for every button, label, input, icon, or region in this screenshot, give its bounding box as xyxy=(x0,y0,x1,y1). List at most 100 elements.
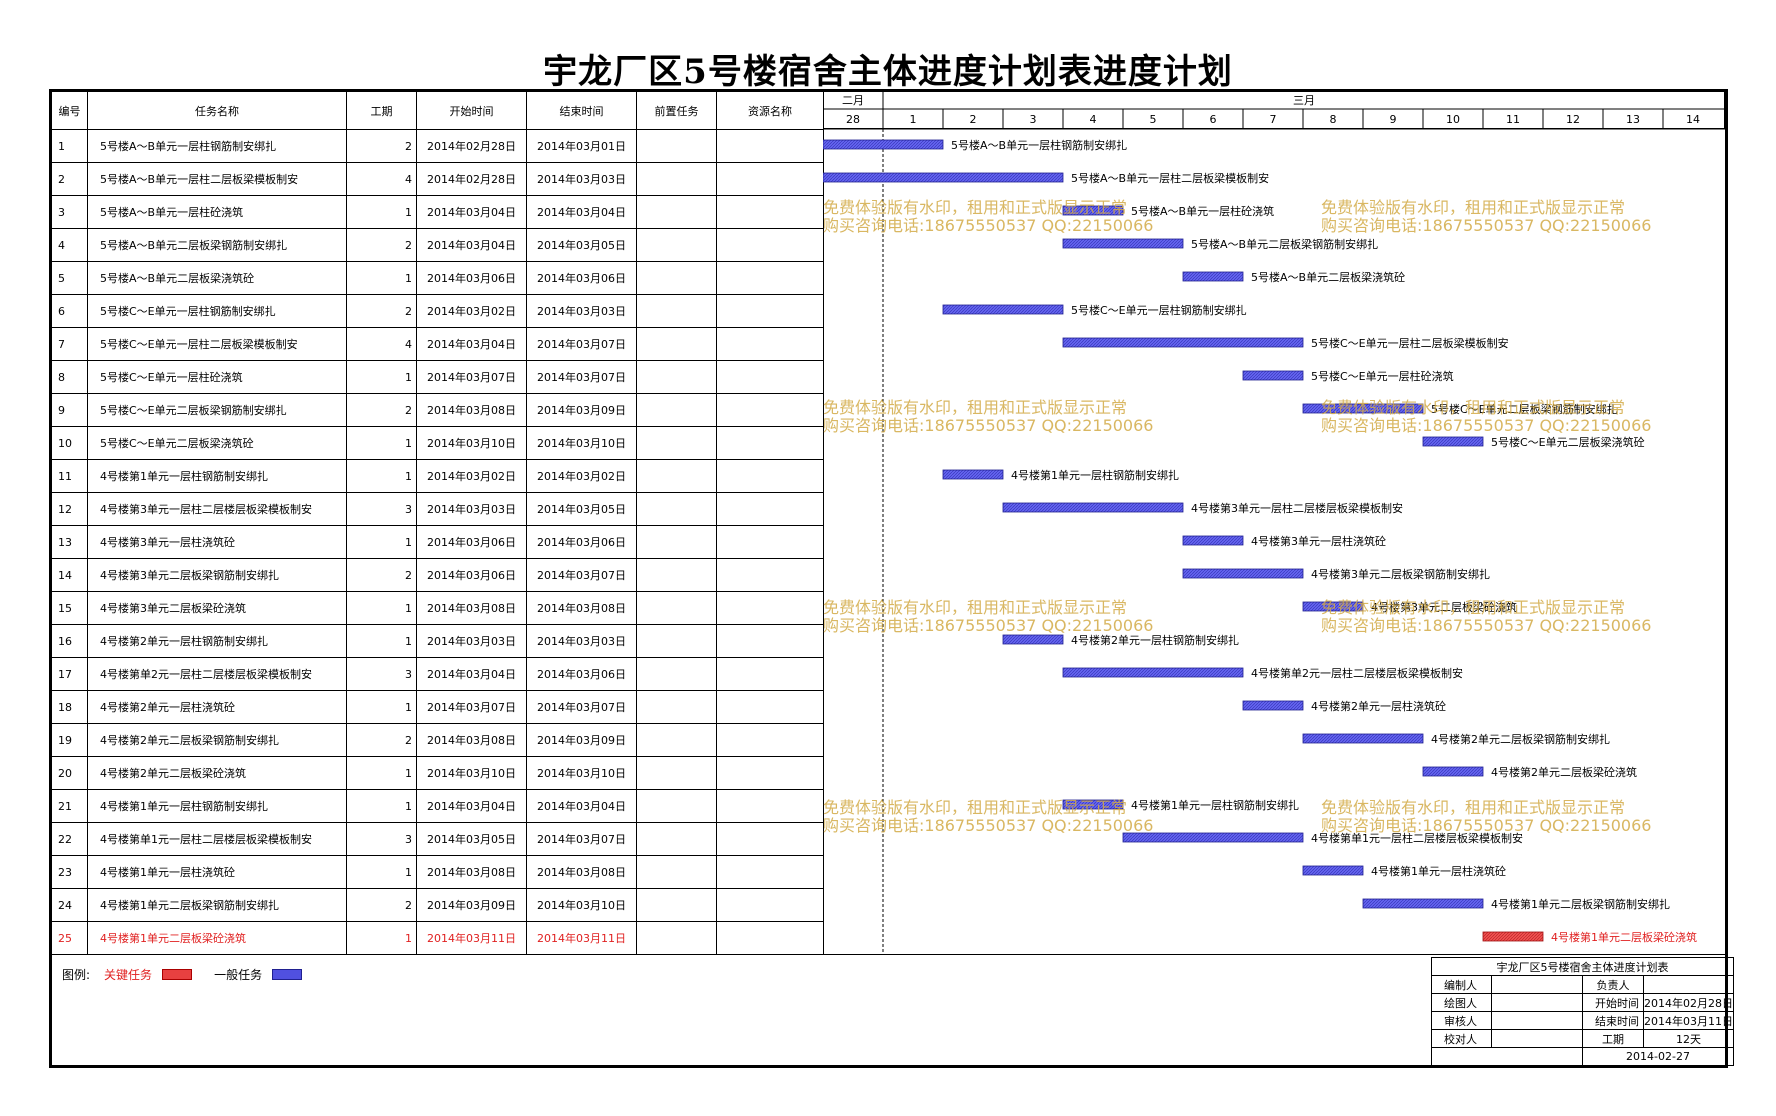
task-resource xyxy=(716,426,824,460)
task-end: 2014年03月04日 xyxy=(526,789,637,823)
task-predecessor xyxy=(636,162,717,196)
task-predecessor xyxy=(636,921,717,955)
day-label: 9 xyxy=(1390,113,1397,126)
task-start: 2014年03月04日 xyxy=(416,327,527,361)
task-duration: 2 xyxy=(346,228,417,262)
task-no: 8 xyxy=(51,360,88,394)
task-no: 13 xyxy=(51,525,88,559)
day-label: 12 xyxy=(1566,113,1580,126)
task-no: 6 xyxy=(51,294,88,328)
legend: 图例: 关键任务 一般任务 xyxy=(62,966,324,983)
task-resource xyxy=(716,393,824,427)
day-label: 13 xyxy=(1626,113,1640,126)
task-duration: 1 xyxy=(346,195,417,229)
compiler-value xyxy=(1491,975,1583,994)
task-duration: 2 xyxy=(346,294,417,328)
gantt-bar-label: 4号楼第1单元一层柱钢筋制安绑扎 xyxy=(1011,468,1179,482)
gantt-bar xyxy=(1302,601,1364,612)
task-no: 18 xyxy=(51,690,88,724)
task-name: 4号楼第3单元一层柱浇筑砼 xyxy=(87,525,347,559)
gantt-bar xyxy=(942,469,1004,480)
task-duration: 1 xyxy=(346,591,417,625)
task-duration: 3 xyxy=(346,822,417,856)
gantt-bar xyxy=(1242,700,1304,711)
col-header-predecessor: 前置任务 xyxy=(636,91,717,130)
gantt-bar-label: 4号楼第3单元二层板梁钢筋制安绑扎 xyxy=(1311,567,1490,581)
task-resource xyxy=(716,822,824,856)
task-resource xyxy=(716,525,824,559)
task-predecessor xyxy=(636,261,717,295)
duration-label: 工期 xyxy=(1582,1029,1644,1048)
reviewer-label: 审核人 xyxy=(1431,1011,1492,1030)
task-duration: 2 xyxy=(346,888,417,922)
gantt-bar xyxy=(942,304,1064,315)
legend-critical-swatch xyxy=(162,969,193,980)
gantt-bar xyxy=(1062,667,1244,678)
task-duration: 4 xyxy=(346,327,417,361)
task-no: 4 xyxy=(51,228,88,262)
task-end: 2014年03月01日 xyxy=(526,129,637,163)
task-duration: 2 xyxy=(346,129,417,163)
task-end: 2014年03月02日 xyxy=(526,459,637,493)
gantt-bar xyxy=(1062,799,1124,810)
task-predecessor xyxy=(636,195,717,229)
task-predecessor xyxy=(636,459,717,493)
task-end: 2014年03月07日 xyxy=(526,327,637,361)
task-resource xyxy=(716,459,824,493)
gantt-bar-label: 5号楼C～E单元一层柱二层板梁模板制安 xyxy=(1311,336,1509,350)
task-predecessor xyxy=(636,723,717,757)
gantt-bar-label: 5号楼C～E单元一层柱钢筋制安绑扎 xyxy=(1071,303,1247,317)
gantt-bar xyxy=(1062,238,1184,249)
task-predecessor xyxy=(636,690,717,724)
gantt-bar xyxy=(1182,535,1244,546)
task-end: 2014年03月03日 xyxy=(526,294,637,328)
gantt-bar-label: 4号楼第1单元二层板梁砼浇筑 xyxy=(1551,930,1697,944)
task-name: 4号楼第2单元二层板梁钢筋制安绑扎 xyxy=(87,723,347,757)
task-predecessor xyxy=(636,327,717,361)
gantt-bar xyxy=(1002,634,1064,645)
task-resource xyxy=(716,129,824,163)
task-resource xyxy=(716,690,824,724)
owner-value xyxy=(1643,975,1734,994)
task-no: 5 xyxy=(51,261,88,295)
task-end: 2014年03月06日 xyxy=(526,525,637,559)
task-predecessor xyxy=(636,294,717,328)
task-predecessor xyxy=(636,360,717,394)
task-name: 4号楼第1单元二层板梁钢筋制安绑扎 xyxy=(87,888,347,922)
task-end: 2014年03月05日 xyxy=(526,228,637,262)
task-start: 2014年03月04日 xyxy=(416,789,527,823)
task-resource xyxy=(716,360,824,394)
task-predecessor xyxy=(636,789,717,823)
gantt-bar-label: 5号楼A～B单元一层柱砼浇筑 xyxy=(1131,204,1274,218)
proof-label: 校对人 xyxy=(1431,1029,1492,1048)
task-predecessor xyxy=(636,558,717,592)
task-start: 2014年03月03日 xyxy=(416,492,527,526)
task-end: 2014年03月08日 xyxy=(526,591,637,625)
task-name: 5号楼C～E单元一层柱钢筋制安绑扎 xyxy=(87,294,347,328)
task-name: 4号楼第3单元一层柱二层楼层板梁模板制安 xyxy=(87,492,347,526)
task-duration: 1 xyxy=(346,426,417,460)
month-label: 二月 xyxy=(842,94,864,107)
gantt-bar xyxy=(1062,337,1304,348)
drafter-value xyxy=(1491,993,1583,1012)
task-name: 5号楼A～B单元一层柱二层板梁模板制安 xyxy=(87,162,347,196)
task-predecessor xyxy=(636,129,717,163)
day-label: 6 xyxy=(1210,113,1217,126)
gantt-bar-critical xyxy=(1482,931,1544,942)
gantt-bar xyxy=(1002,502,1184,513)
task-name: 4号楼第1单元一层柱钢筋制安绑扎 xyxy=(87,459,347,493)
task-no: 10 xyxy=(51,426,88,460)
